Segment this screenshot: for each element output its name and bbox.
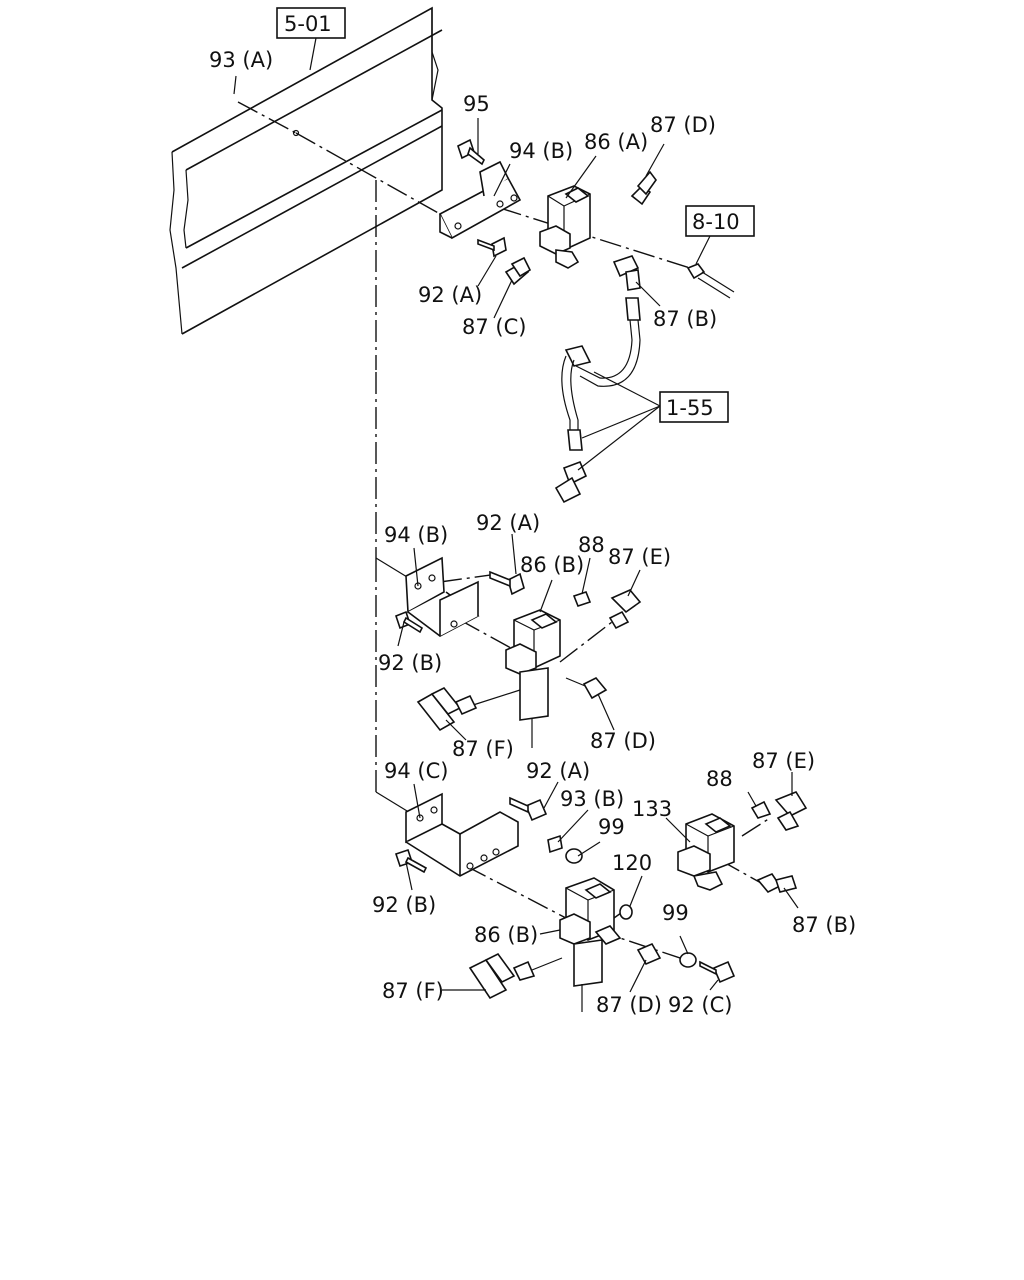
label-92a-top: 92 (A) — [418, 283, 482, 307]
ref-label-8-10: 8-10 — [692, 210, 740, 234]
label-92b-mid: 92 (B) — [378, 651, 442, 675]
label-87b-bot: 87 (B) — [792, 913, 856, 937]
top-assembly — [438, 138, 735, 504]
label-99-lower: 99 — [662, 901, 689, 925]
label-92b-bot: 92 (B) — [372, 893, 436, 917]
label-95: 95 — [463, 92, 490, 116]
ref-label-1-55: 1-55 — [666, 396, 714, 420]
ref-box-8-10: 8-10 — [685, 205, 755, 265]
label-87e-bot: 87 (E) — [752, 749, 815, 773]
label-87e-mid: 87 (E) — [608, 545, 671, 569]
label-92c: 92 (C) — [668, 993, 732, 1017]
label-92a-mid: 92 (A) — [476, 511, 540, 535]
callout-labels: 93 (A) 95 94 (B) 86 (A) 87 (D) 92 (A) 87… — [209, 48, 856, 1017]
label-120: 120 — [612, 851, 652, 875]
label-92a-bot: 92 (A) — [526, 759, 590, 783]
label-93a: 93 (A) — [209, 48, 273, 72]
callout-leaders — [233, 75, 799, 993]
label-94b-top: 94 (B) — [509, 139, 573, 163]
ref-box-5-01: 5-01 — [276, 7, 346, 71]
label-94c: 94 (C) — [384, 759, 448, 783]
ref-box-1-55: 1-55 — [577, 371, 729, 471]
middle-assembly — [395, 556, 642, 748]
label-86b-mid: 86 (B) — [520, 553, 584, 577]
ref-label-5-01: 5-01 — [284, 12, 332, 36]
label-87f-bot: 87 (F) — [382, 979, 444, 1003]
label-87d-top: 87 (D) — [650, 113, 716, 137]
label-86b-bot: 86 (B) — [474, 923, 538, 947]
label-94b-mid: 94 (B) — [384, 523, 448, 547]
label-87c: 87 (C) — [462, 315, 526, 339]
label-87b-top: 87 (B) — [653, 307, 717, 331]
label-88-mid: 88 — [578, 533, 605, 557]
label-87d-mid: 87 (D) — [590, 729, 656, 753]
bottom-assembly — [394, 791, 808, 1012]
label-87f-mid: 87 (F) — [452, 737, 514, 761]
label-93b: 93 (B) — [560, 787, 624, 811]
label-88-bot: 88 — [706, 767, 733, 791]
label-133: 133 — [632, 797, 672, 821]
frame-rail — [169, 6, 443, 335]
label-86a: 86 (A) — [584, 130, 648, 154]
label-87d-bot: 87 (D) — [596, 993, 662, 1017]
label-99-upper: 99 — [598, 815, 625, 839]
